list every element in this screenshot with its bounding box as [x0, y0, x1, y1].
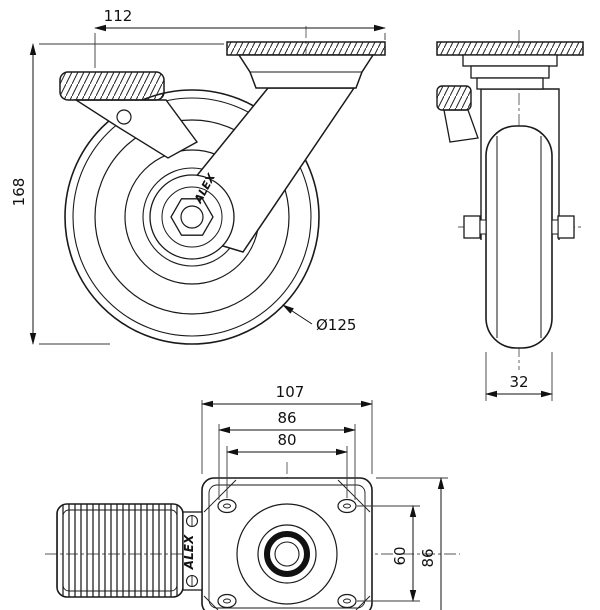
axle-hex-nut: [170, 198, 214, 236]
top-plate-front: [226, 41, 386, 56]
hub-cap: [149, 174, 235, 260]
side-view-dimensions: 32: [485, 352, 553, 401]
dim-bolt-span-inner-label: 80: [277, 431, 296, 449]
dim-overall-width-label: 112: [104, 7, 133, 25]
swivel-bearing-plan: [236, 503, 338, 605]
bracket-screw-top: [185, 514, 199, 528]
bottom-plan-view: ALEX: [45, 462, 460, 610]
front-view: ALEX: [59, 26, 386, 345]
dim-wheel-diameter-label: Ø125: [316, 316, 356, 334]
dim-bolt-span-vertical-label: 60: [391, 546, 409, 565]
front-view-dimensions: 112 168 Ø125: [10, 7, 386, 345]
side-view: [436, 30, 584, 370]
brake-bracket: [182, 511, 203, 591]
top-plate-side: [436, 41, 584, 56]
brake-pedal-front: [59, 71, 165, 101]
hub-ring: [161, 186, 223, 248]
swivel-raceway-lower: [470, 65, 550, 79]
dim-bolt-span-outer-label: 86: [277, 409, 296, 427]
dim-overall-height-label: 168: [10, 178, 28, 207]
axle-nut-right: [557, 215, 575, 239]
bracket-screw-bottom: [185, 574, 199, 588]
brake-pedal-plan: [56, 503, 184, 598]
dim-plate-width-label: 107: [276, 383, 305, 401]
bolt-holes: [217, 498, 357, 609]
mounting-plate-plan: [201, 477, 373, 610]
axle-bolt: [180, 205, 204, 229]
brand-logo-bottom: ALEX: [182, 534, 196, 570]
wheel-side-profile: [485, 125, 553, 349]
axle-nut-left: [463, 215, 481, 239]
brake-lever-side: [443, 109, 479, 143]
brake-pedal-side: [436, 85, 472, 111]
mounting-plate-inner-edge: [208, 484, 366, 609]
plan-view-dimensions: 107 86 80 60 86: [201, 383, 448, 610]
dim-wheel-width-label: 32: [509, 373, 528, 391]
dim-plate-depth-label: 86: [419, 548, 437, 567]
swivel-raceway-upper: [462, 54, 558, 67]
brake-pivot-bolt: [116, 109, 132, 125]
fork-head: [476, 77, 544, 90]
